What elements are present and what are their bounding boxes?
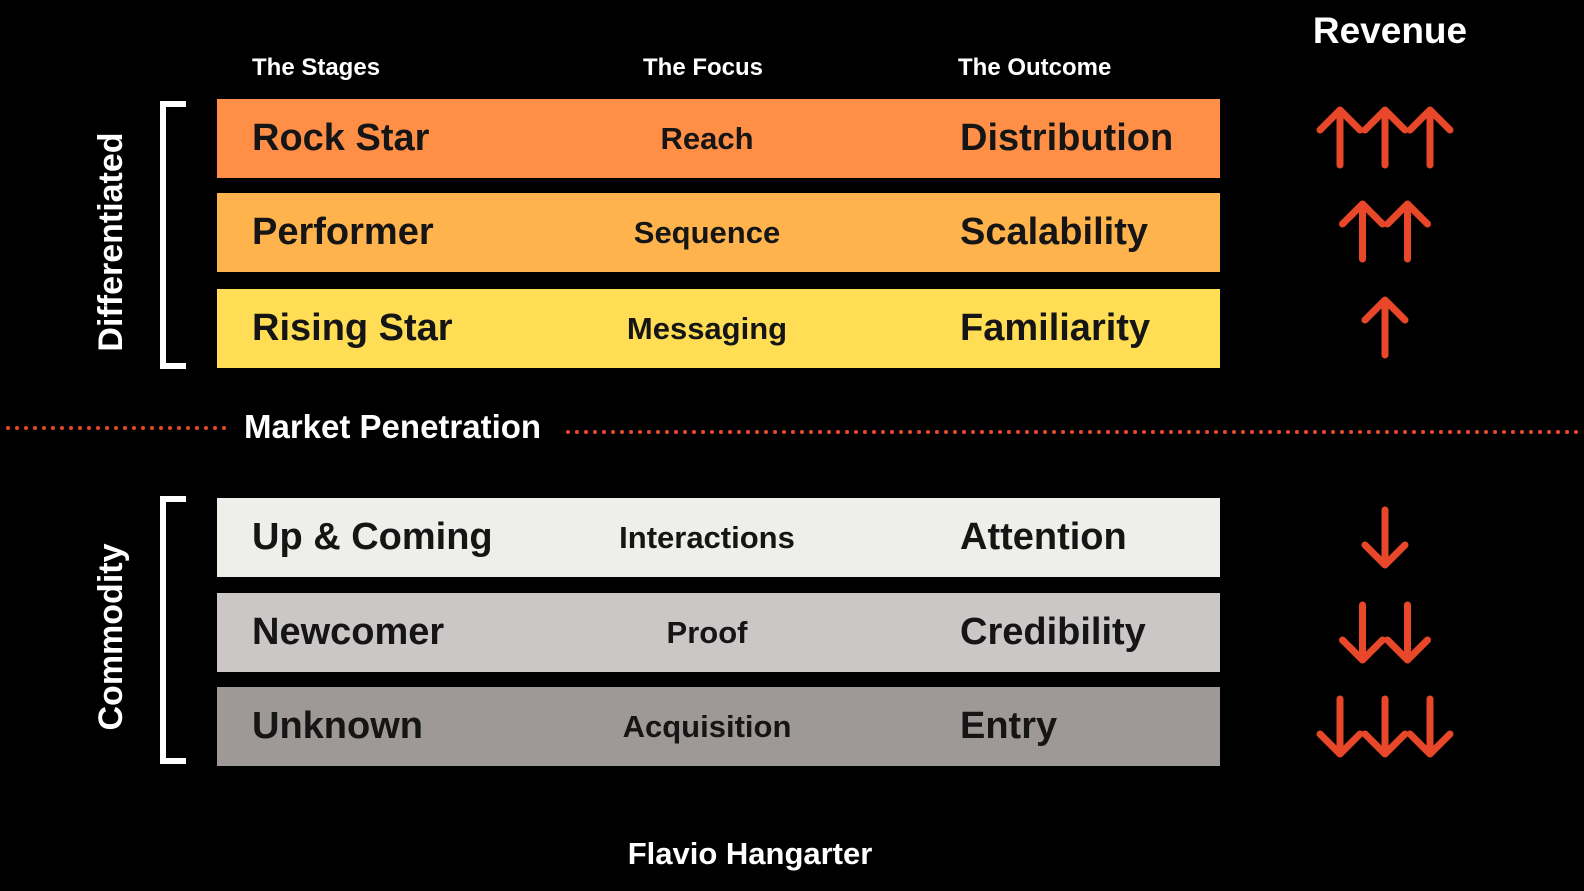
arrow-down-icon bbox=[1361, 506, 1409, 569]
market-penetration-label: Market Penetration bbox=[244, 408, 542, 445]
arrow-down-icon bbox=[1316, 695, 1364, 758]
arrow-down-icon bbox=[1384, 601, 1431, 664]
arrow-up-icon bbox=[1406, 106, 1454, 169]
stage-outcome: Distribution bbox=[960, 117, 1174, 159]
revenue-up-arrows-icon bbox=[1316, 106, 1454, 169]
stage-name: Performer bbox=[252, 211, 434, 253]
arrow-up-icon bbox=[1384, 200, 1431, 263]
header-stages: The Stages bbox=[252, 54, 381, 81]
revenue-down-arrows-icon bbox=[1361, 506, 1409, 569]
stage-row-rising-star: Rising Star Messaging Familiarity bbox=[217, 289, 1220, 368]
header-revenue: Revenue bbox=[1312, 10, 1468, 51]
stage-focus: Messaging bbox=[626, 311, 788, 346]
arrow-up-icon bbox=[1361, 106, 1409, 169]
stage-name: Rock Star bbox=[252, 117, 430, 159]
stage-name: Up & Coming bbox=[252, 516, 493, 558]
header-focus: The Focus bbox=[643, 54, 764, 81]
stage-row-unknown: Unknown Acquisition Entry bbox=[217, 687, 1220, 766]
stage-outcome: Scalability bbox=[960, 211, 1148, 253]
stage-row-performer: Performer Sequence Scalability bbox=[217, 193, 1220, 272]
stage-name: Unknown bbox=[252, 705, 423, 747]
revenue-down-arrows-icon bbox=[1339, 601, 1431, 664]
header-outcome: The Outcome bbox=[958, 54, 1112, 81]
arrow-up-icon bbox=[1361, 296, 1409, 359]
stage-name: Newcomer bbox=[252, 611, 445, 653]
arrow-up-icon bbox=[1316, 106, 1364, 169]
stage-name: Rising Star bbox=[252, 307, 453, 349]
revenue-down-arrows-icon bbox=[1316, 695, 1454, 758]
bracket-differentiated bbox=[160, 101, 186, 369]
stage-outcome: Attention bbox=[960, 516, 1127, 558]
stage-row-up-and-coming: Up & Coming Interactions Attention bbox=[217, 498, 1220, 577]
stage-focus: Interactions bbox=[619, 520, 795, 555]
bracket-commodity bbox=[160, 496, 186, 764]
revenue-up-arrows-icon bbox=[1339, 200, 1431, 263]
arrow-down-icon bbox=[1406, 695, 1454, 758]
arrow-up-icon bbox=[1339, 200, 1386, 263]
stage-focus: Sequence bbox=[633, 215, 781, 250]
arrow-down-icon bbox=[1339, 601, 1386, 664]
stage-focus: Reach bbox=[660, 121, 754, 156]
stage-row-rock-star: Rock Star Reach Distribution bbox=[217, 99, 1220, 178]
stage-focus: Acquisition bbox=[622, 709, 792, 744]
arrow-down-icon bbox=[1361, 695, 1409, 758]
stage-row-newcomer: Newcomer Proof Credibility bbox=[217, 593, 1220, 672]
author-credit: Flavio Hangarter bbox=[627, 836, 873, 871]
stage-outcome: Familiarity bbox=[960, 307, 1151, 349]
stage-outcome: Entry bbox=[960, 705, 1058, 747]
stage-focus: Proof bbox=[666, 615, 748, 650]
stage-outcome: Credibility bbox=[960, 611, 1146, 653]
revenue-up-arrows-icon bbox=[1361, 296, 1409, 359]
